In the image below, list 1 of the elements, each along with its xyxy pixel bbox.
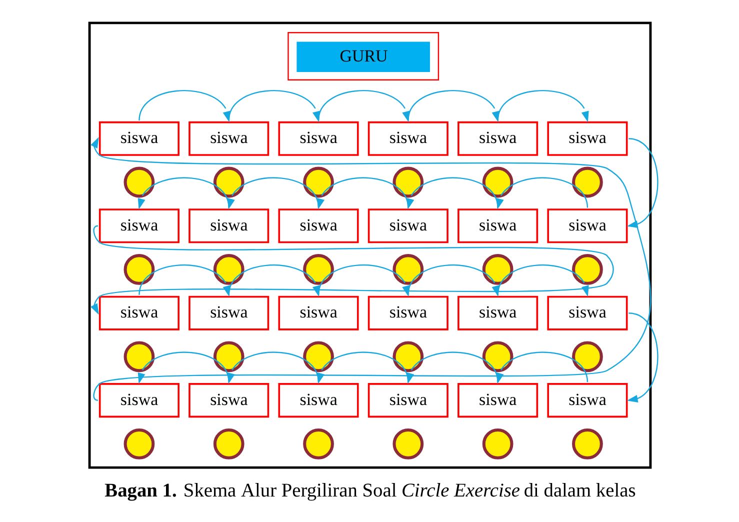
caption: Bagan 1. Skema Alur Pergiliran Soal Circle Exercise di dalam kelas [104,480,636,502]
